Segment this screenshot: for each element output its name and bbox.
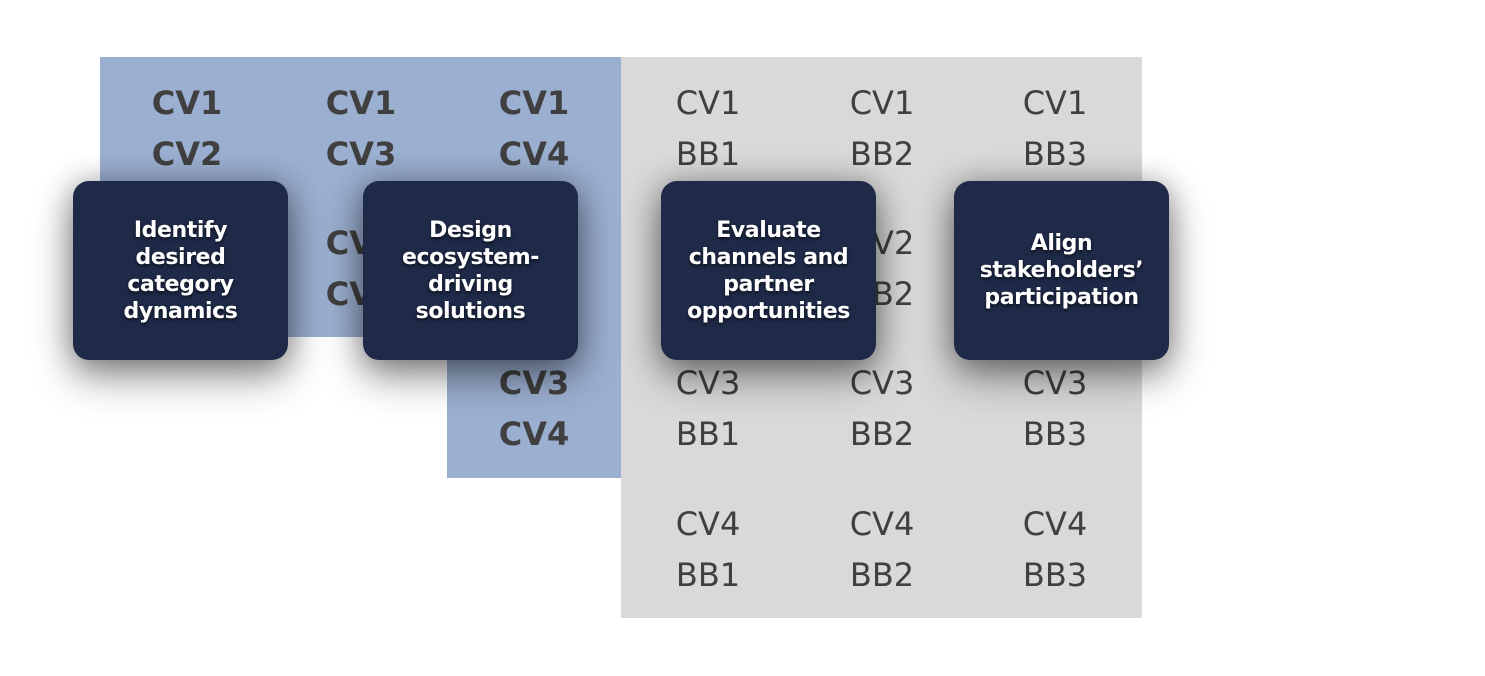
grid-cell-line2: CV4 — [498, 135, 570, 173]
grid-cell-line1: CV1 — [675, 84, 741, 122]
card-identify-category-dynamics: Identify desired category dynamics — [73, 181, 288, 360]
grid-cell-line1: CV4 — [675, 505, 741, 543]
grid-cell-line1: CV1 — [849, 84, 915, 122]
grid-cell-line2: CV4 — [498, 415, 570, 453]
grid-cell-line2: BB2 — [849, 556, 915, 594]
grid-cell-line1: CV3 — [849, 364, 915, 402]
grid-cell-line2: CV2 — [151, 135, 223, 173]
card-evaluate-channels-partners: Evaluate channels and partner opportunit… — [661, 181, 876, 360]
grid-cell-line1: CV3 — [1022, 364, 1088, 402]
grid-cell-line1: CV1 — [325, 84, 397, 122]
grid-cell-line2: BB1 — [675, 556, 741, 594]
grid-cell-line1: CV4 — [849, 505, 915, 543]
grid-cell-line2: BB1 — [675, 415, 741, 453]
grid-cell-line2: BB3 — [1022, 556, 1088, 594]
grid-cell-line2: BB2 — [849, 415, 915, 453]
blue-region-row3 — [447, 337, 621, 478]
grid-cell-line1: CV1 — [1022, 84, 1088, 122]
grid-cell-line2: BB3 — [1022, 415, 1088, 453]
blue-region-row1 — [100, 57, 621, 197]
grid-cell-line2: CV3 — [325, 135, 397, 173]
grid-cell-line1: CV3 — [675, 364, 741, 402]
grid-cell-line2: BB1 — [675, 135, 741, 173]
grid-cell-line2: BB3 — [1022, 135, 1088, 173]
grid-cell-line1: CV1 — [498, 84, 570, 122]
card-align-stakeholders: Align stakeholders’ participation — [954, 181, 1169, 360]
grid-cell-line2: BB2 — [849, 135, 915, 173]
grid-cell-line1: CV3 — [498, 364, 570, 402]
grid-cell-line1: CV4 — [1022, 505, 1088, 543]
grid-cell-line1: CV1 — [151, 84, 223, 122]
card-design-ecosystem-solutions: Design ecosystem-driving solutions — [363, 181, 578, 360]
